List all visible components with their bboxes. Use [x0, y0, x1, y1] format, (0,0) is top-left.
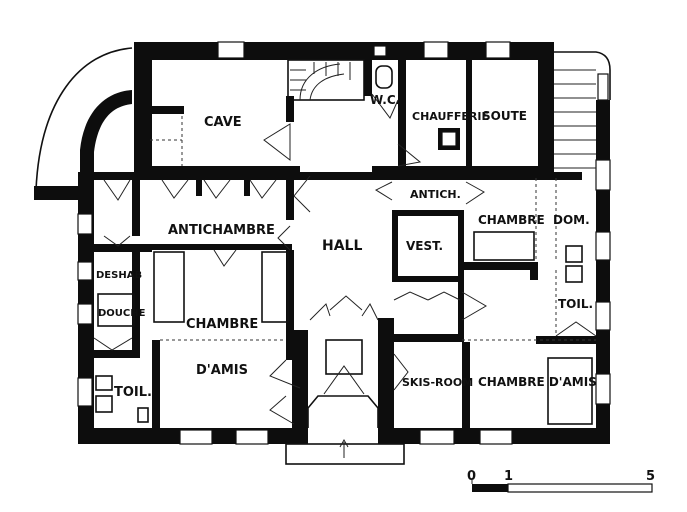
label-toil-right: TOIL. — [558, 297, 593, 311]
curved-wall — [80, 90, 132, 186]
label-antich: ANTICH. — [410, 188, 461, 201]
label-toil-left: TOIL. — [114, 385, 152, 400]
label-wc: W.C. — [370, 93, 400, 107]
scale-bar: 0 1 5 — [467, 469, 655, 493]
label-hall: HALL — [322, 238, 362, 254]
label-chambre-amis-left-1: CHAMBRE — [186, 317, 258, 332]
label-cave: CAVE — [204, 115, 242, 130]
scale-label-0: 0 — [467, 469, 476, 484]
label-deshab: DESHAB — [96, 270, 142, 281]
wall-east-upper — [538, 42, 554, 178]
scale-label-1: 1 — [504, 469, 513, 484]
wall-west-upper — [134, 42, 152, 178]
entrance-porch — [307, 395, 379, 428]
label-antichambre: ANTICHAMBRE — [168, 223, 275, 238]
label-chambre-amis-left-2: D'AMIS — [196, 363, 248, 378]
label-chambre-amis-right: CHAMBRE D'AMIS — [478, 375, 597, 389]
label-soute: SOUTE — [482, 109, 527, 123]
curved-terrace — [35, 47, 133, 191]
label-chambre-dom: CHAMBRE DOM. — [478, 213, 590, 227]
label-chaufferie: CHAUFFERIE — [412, 110, 489, 123]
label-vest: VEST. — [406, 239, 443, 253]
scale-label-5: 5 — [646, 469, 655, 484]
label-skis-room: SKIS-ROOM — [402, 376, 473, 389]
label-douche: DOUCHE — [98, 308, 146, 319]
